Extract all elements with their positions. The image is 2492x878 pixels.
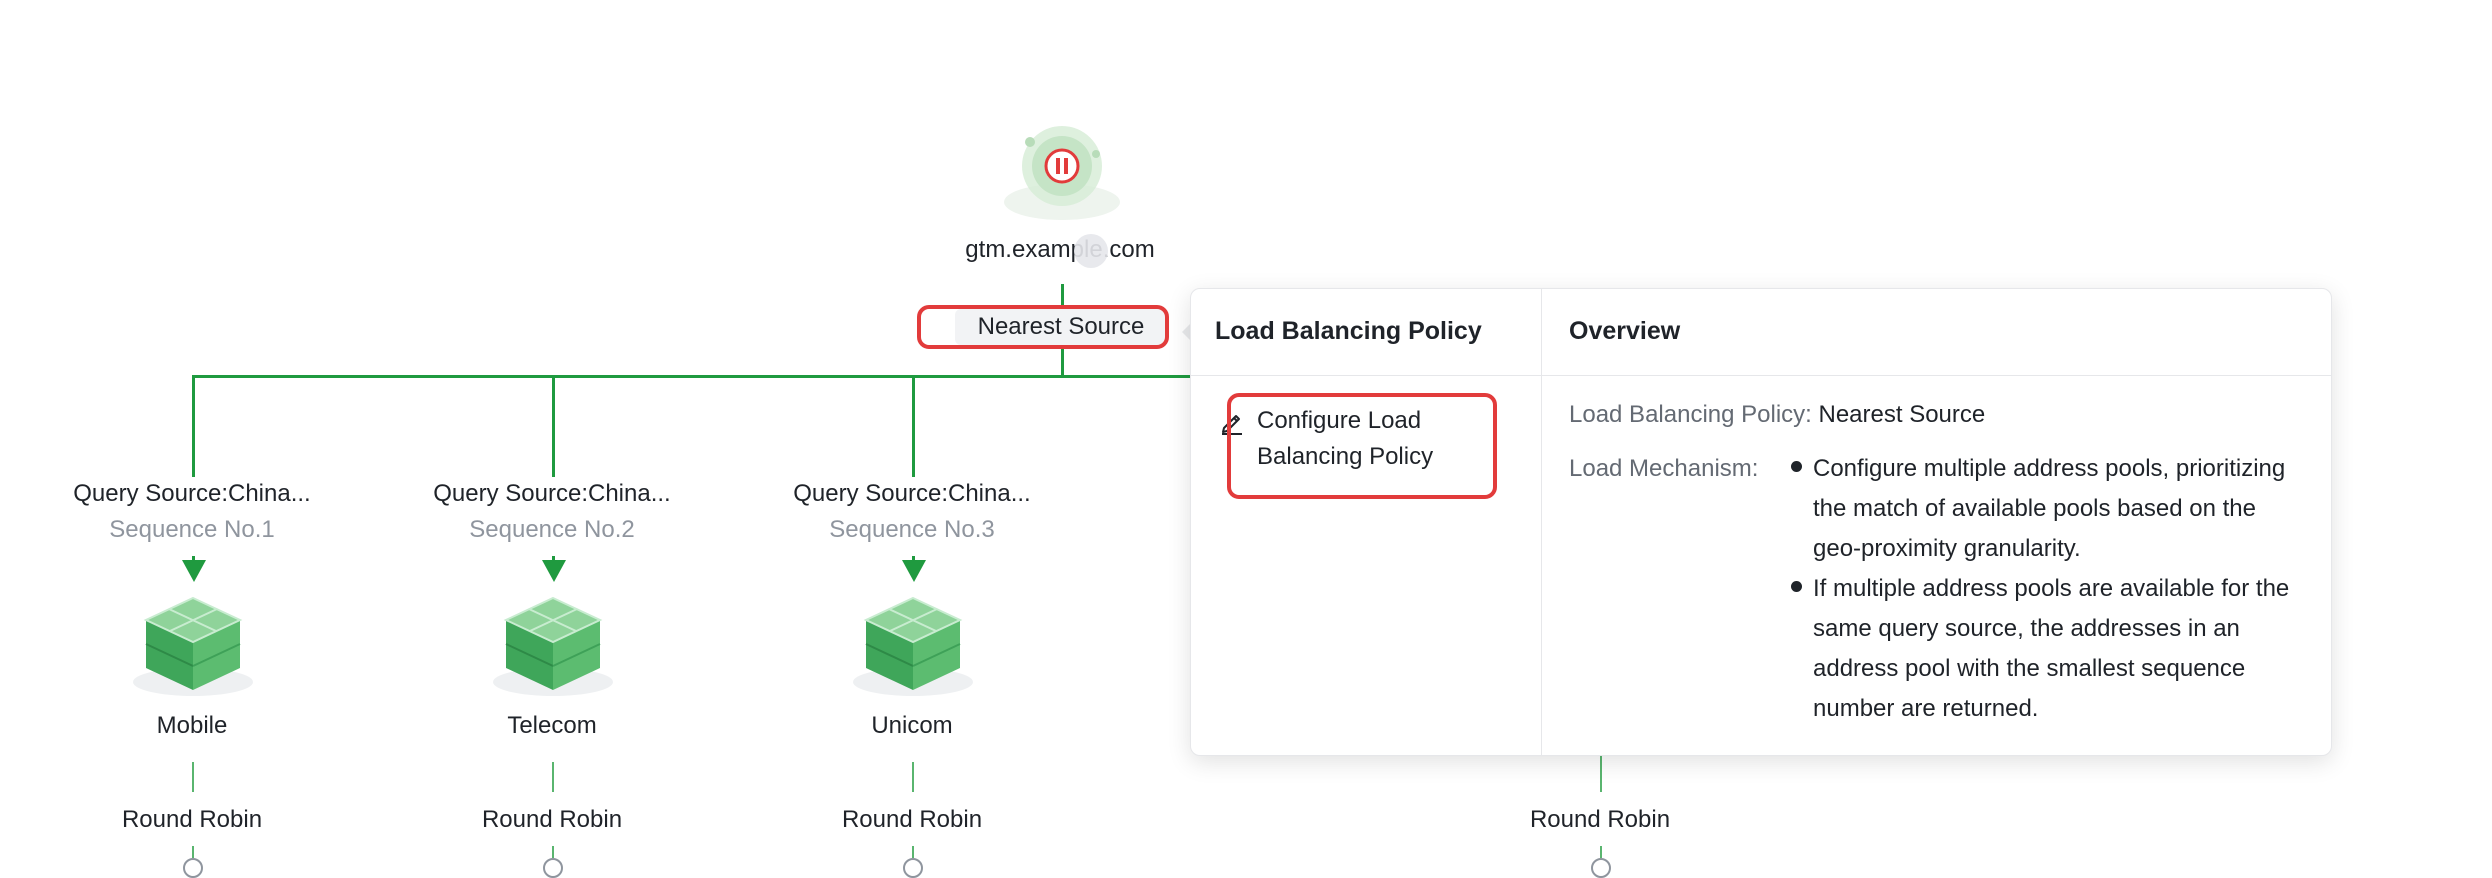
policy-node[interactable]: Nearest Source xyxy=(955,309,1167,345)
pool-column-2: Query Source:China... Sequence No.2 xyxy=(392,478,712,546)
expand-node-icon[interactable] xyxy=(183,858,203,878)
expand-node-icon[interactable] xyxy=(1591,858,1611,878)
arrow-down-icon xyxy=(902,560,926,582)
mechanism-line: number are returned. xyxy=(1813,695,2039,722)
pool-arrow-stem-1 xyxy=(192,556,195,562)
arrow-down-icon xyxy=(542,560,566,582)
highlight-policy-node xyxy=(917,305,1169,349)
pool-policy-3: Round Robin xyxy=(752,806,1072,834)
mechanism-line: same query source, the addresses in an xyxy=(1813,615,2240,642)
pool-name-1: Mobile xyxy=(32,712,352,740)
sequence-label: Sequence No.2 xyxy=(469,516,635,543)
pool-policy-label: Round Robin xyxy=(481,806,623,833)
pool-rr-stem-3 xyxy=(912,762,914,792)
popover-header xyxy=(1191,289,2331,376)
pool-tail-stem-3 xyxy=(912,846,914,858)
pool-column-3: Query Source:China... Sequence No.3 xyxy=(752,478,1072,546)
pen-icon xyxy=(1219,409,1245,435)
arrow-down-icon xyxy=(182,560,206,582)
query-source-label: Query Source:China... xyxy=(433,480,671,507)
pool-policy-2: Round Robin xyxy=(392,806,712,834)
pool-rr-stem-1 xyxy=(192,762,194,792)
overview-mechanism-row: Load Mechanism: xyxy=(1569,449,1758,489)
pool-name[interactable]: Unicom xyxy=(871,712,953,739)
overview-mechanism-label: Load Mechanism: xyxy=(1569,455,1759,482)
pool-policy-label: Round Robin xyxy=(121,806,263,833)
policy-popover: Load Balancing Policy Overview Configure… xyxy=(1190,288,2332,756)
address-pool-cube-icon[interactable] xyxy=(488,590,618,700)
expand-node-icon[interactable] xyxy=(903,858,923,878)
bullet-icon xyxy=(1791,461,1802,472)
mechanism-line: If multiple address pools are available … xyxy=(1813,575,2290,602)
popover-col2-header: Overview xyxy=(1569,317,1681,345)
query-source-label: Query Source:China... xyxy=(793,480,1031,507)
configure-policy-link[interactable]: Configure Load Balancing Policy xyxy=(1222,403,1457,475)
sequence-label: Sequence No.3 xyxy=(829,516,995,543)
mechanism-line: Configure multiple address pools, priori… xyxy=(1813,455,2286,482)
pool-name[interactable]: Telecom xyxy=(507,712,597,739)
query-source-label: Query Source:China... xyxy=(73,480,311,507)
mechanism-list: Configure multiple address pools, priori… xyxy=(1791,449,2311,729)
sequence-label: Sequence No.1 xyxy=(109,516,275,543)
popover-col1-header: Load Balancing Policy xyxy=(1215,317,1482,345)
overview-policy-label: Load Balancing Policy: xyxy=(1569,401,1812,428)
domain-name[interactable]: gtm.example.com xyxy=(965,236,1155,263)
pool-policy-label: Round Robin xyxy=(1529,806,1671,833)
bullet-icon xyxy=(1791,581,1802,592)
pool-name-3: Unicom xyxy=(752,712,1072,740)
pool-column-1: Query Source:China... Sequence No.1 xyxy=(32,478,352,546)
pool-policy-4: Round Robin xyxy=(1440,806,1760,834)
domain-icon[interactable] xyxy=(1000,110,1130,230)
pool-rr-stem-4 xyxy=(1600,754,1602,792)
branch-drop-2 xyxy=(552,375,555,477)
pool-tail-stem-4 xyxy=(1600,846,1602,858)
branch-drop-3 xyxy=(912,375,915,477)
pool-tail-stem-1 xyxy=(192,846,194,858)
connector-policy-to-branch xyxy=(1061,349,1064,377)
connector-domain-to-policy xyxy=(1061,284,1064,308)
pool-rr-stem-2 xyxy=(552,762,554,792)
mechanism-line: address pool with the smallest sequence xyxy=(1813,655,2246,682)
address-pool-cube-icon[interactable] xyxy=(848,590,978,700)
mechanism-line: geo-proximity granularity. xyxy=(1813,535,2081,562)
address-pool-cube-icon[interactable] xyxy=(128,590,258,700)
mechanism-item-2: If multiple address pools are available … xyxy=(1791,569,2311,729)
mechanism-line: the match of available pools based on th… xyxy=(1813,495,2256,522)
pool-policy-label: Round Robin xyxy=(841,806,983,833)
highlight-configure-link xyxy=(1227,393,1497,499)
mechanism-item-1: Configure multiple address pools, priori… xyxy=(1791,449,2311,569)
configure-policy-line1: Configure Load xyxy=(1257,407,1422,434)
popover-column-divider xyxy=(1541,289,1542,755)
configure-policy-line2: Balancing Policy xyxy=(1257,443,1434,470)
pool-name-2: Telecom xyxy=(392,712,712,740)
pool-name[interactable]: Mobile xyxy=(156,712,228,739)
expand-node-icon[interactable] xyxy=(543,858,563,878)
pool-policy-1: Round Robin xyxy=(32,806,352,834)
overview-policy-row: Load Balancing Policy: Nearest Source xyxy=(1569,395,1985,435)
pool-arrow-stem-3 xyxy=(912,556,915,562)
overview-policy-value: Nearest Source xyxy=(1818,401,1986,428)
pool-tail-stem-2 xyxy=(552,846,554,858)
branch-connector xyxy=(192,375,1192,378)
branch-drop-1 xyxy=(192,375,195,477)
cursor-overlay xyxy=(1074,234,1108,268)
pool-arrow-stem-2 xyxy=(552,556,555,562)
